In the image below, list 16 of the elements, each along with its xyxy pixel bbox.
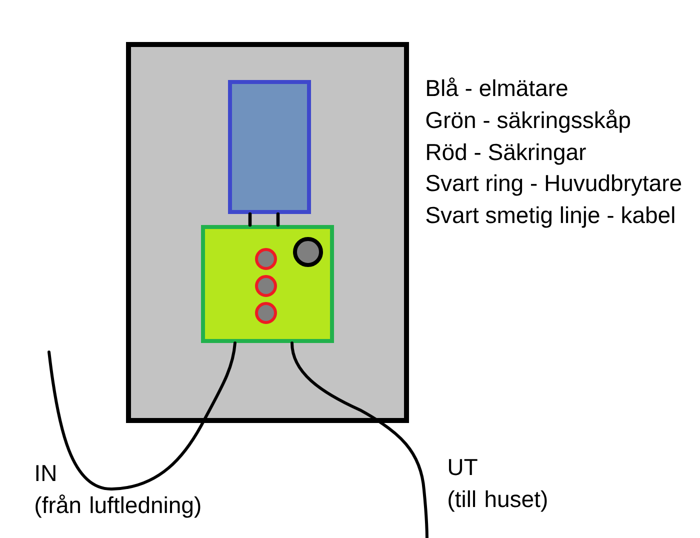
wire [276, 212, 280, 227]
wire [248, 212, 252, 227]
legend-text: Svart smetig linje - kabel [426, 206, 674, 228]
cable [290, 342, 428, 538]
cable-label: IN (från luftledning) [36, 465, 200, 518]
legend-text: Blå - elmätare [427, 77, 568, 96]
meter-box [228, 80, 311, 214]
fuse-ring [255, 275, 277, 297]
cable-label: UT (till huset) [448, 459, 547, 512]
switch-ring [293, 237, 323, 267]
legend-text: Svart ring - Huvudbrytare [426, 174, 682, 196]
legend-text: Röd - Säkringar [427, 143, 586, 165]
fuse-ring [255, 302, 277, 324]
cable [48, 342, 236, 490]
legend-text: Grön - säkringsskåp [426, 109, 630, 133]
fuse-ring [255, 248, 277, 270]
